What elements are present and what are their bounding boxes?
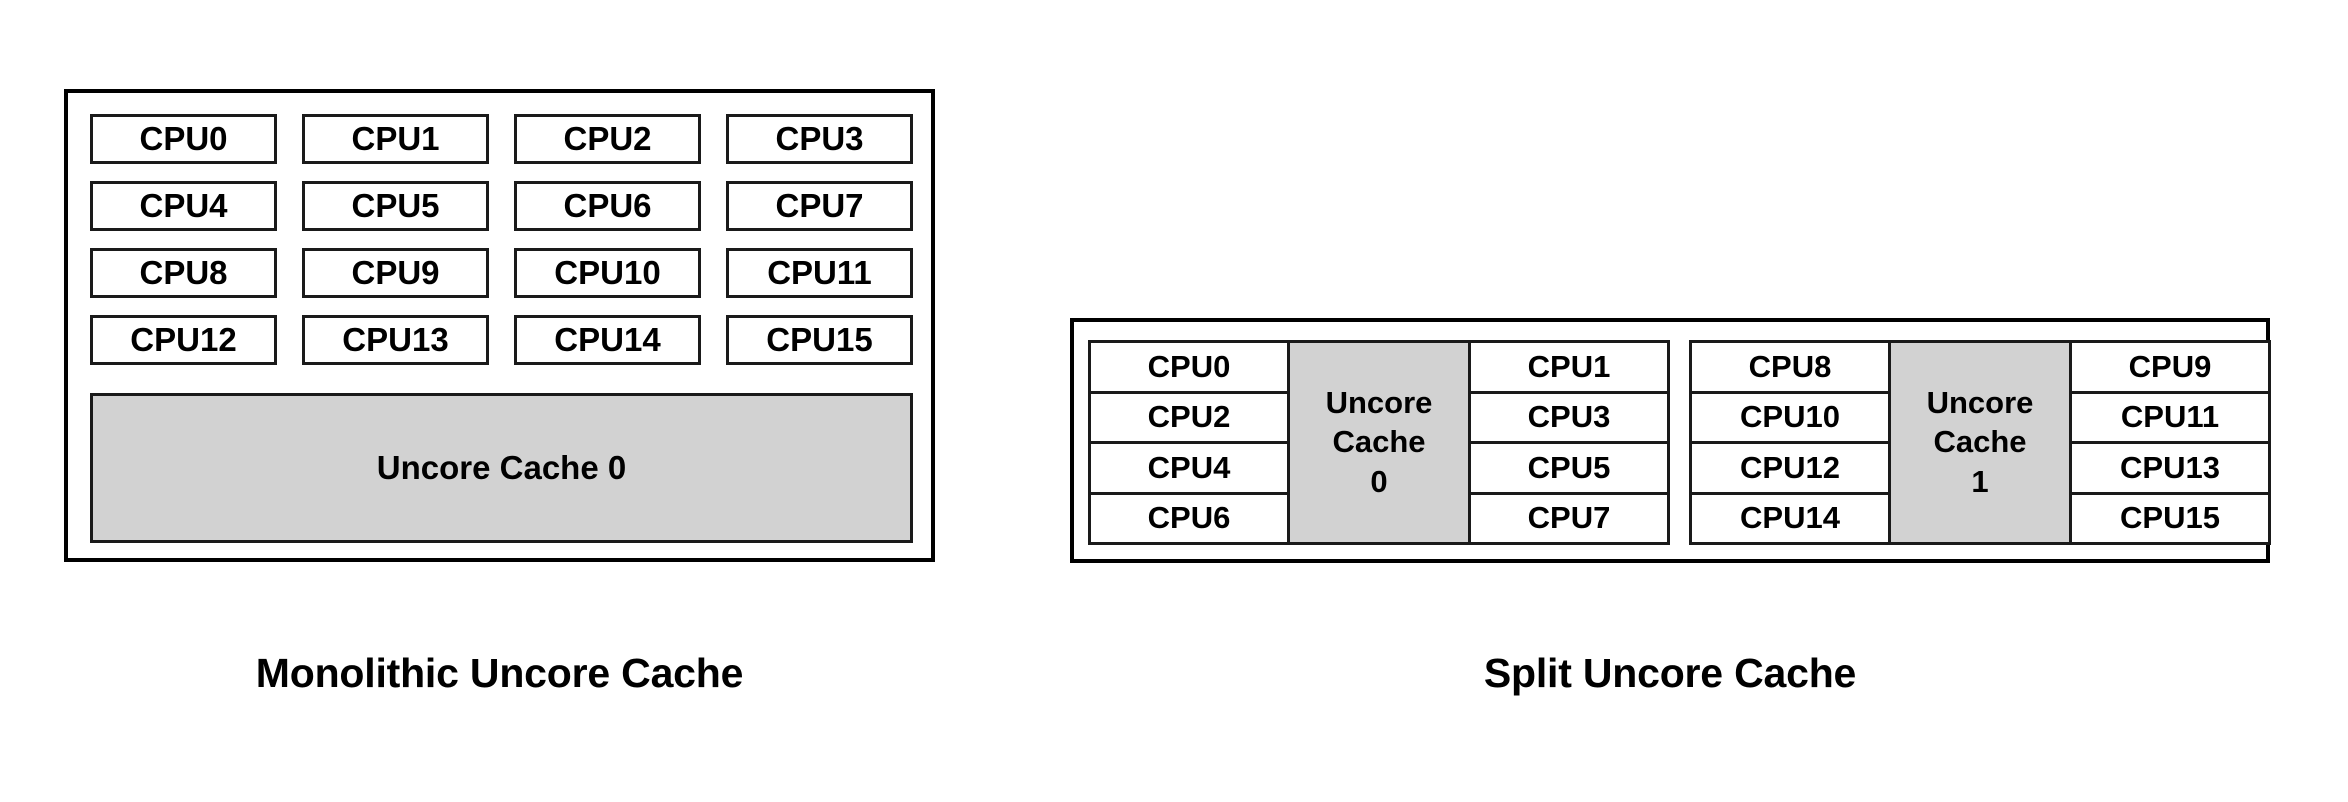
uncore-cache-label-line: Uncore bbox=[1926, 384, 2034, 420]
cpu-box: CPU14 bbox=[514, 315, 701, 365]
cpu-column-right: CPU9 CPU11 CPU13 CPU15 bbox=[2072, 343, 2268, 542]
cpu-box: CPU10 bbox=[514, 248, 701, 298]
cpu-box: CPU4 bbox=[90, 181, 277, 231]
cpu-box: CPU9 bbox=[302, 248, 489, 298]
cpu-box: CPU15 bbox=[2072, 494, 2268, 542]
cpu-box: CPU2 bbox=[1091, 393, 1287, 444]
cpu-box: CPU8 bbox=[1692, 343, 1888, 394]
uncore-cache-box: Uncore Cache 1 bbox=[1888, 343, 2072, 542]
uncore-cache-label-line: 0 bbox=[1370, 463, 1388, 499]
uncore-cache-box: Uncore Cache 0 bbox=[1287, 343, 1471, 542]
cpu-box: CPU0 bbox=[90, 114, 277, 164]
cpu-box: CPU13 bbox=[302, 315, 489, 365]
split-diagram-panel: CPU0 CPU2 CPU4 CPU6 Uncore Cache 0 CPU1 … bbox=[1070, 318, 2271, 563]
cpu-box: CPU3 bbox=[1471, 393, 1667, 444]
cpu-box: CPU4 bbox=[1091, 444, 1287, 495]
split-group: CPU8 CPU10 CPU12 CPU14 Uncore Cache 1 CP… bbox=[1689, 340, 2271, 545]
uncore-cache-label-line: 1 bbox=[1971, 463, 1989, 499]
cpu-box: CPU11 bbox=[726, 248, 913, 298]
uncore-cache-label-line: Cache bbox=[1933, 424, 2027, 460]
cpu-box: CPU6 bbox=[1091, 494, 1287, 542]
cpu-column-right: CPU1 CPU3 CPU5 CPU7 bbox=[1471, 343, 1667, 542]
cpu-box: CPU12 bbox=[1692, 444, 1888, 495]
cpu-box: CPU2 bbox=[514, 114, 701, 164]
cpu-box: CPU14 bbox=[1692, 494, 1888, 542]
cpu-box: CPU10 bbox=[1692, 393, 1888, 444]
monolithic-caption: Monolithic Uncore Cache bbox=[255, 650, 744, 696]
uncore-cache-label-line: Cache bbox=[1332, 424, 1426, 460]
cpu-box: CPU13 bbox=[2072, 444, 2268, 495]
cpu-box: CPU11 bbox=[2072, 393, 2268, 444]
uncore-cache-label: Uncore Cache 0 bbox=[376, 449, 627, 486]
split-caption: Split Uncore Cache bbox=[1483, 650, 1857, 696]
split-group: CPU0 CPU2 CPU4 CPU6 Uncore Cache 0 CPU1 … bbox=[1088, 340, 1670, 545]
cpu-box: CPU3 bbox=[726, 114, 913, 164]
cpu-box: CPU6 bbox=[514, 181, 701, 231]
cpu-box: CPU7 bbox=[1471, 494, 1667, 542]
split-groups: CPU0 CPU2 CPU4 CPU6 Uncore Cache 0 CPU1 … bbox=[1088, 340, 2271, 545]
monolithic-diagram-panel: CPU0 CPU1 CPU2 CPU3 CPU4 CPU5 CPU6 CPU7 … bbox=[64, 89, 935, 562]
monolithic-cpu-grid: CPU0 CPU1 CPU2 CPU3 CPU4 CPU5 CPU6 CPU7 … bbox=[90, 114, 913, 365]
cpu-column-left: CPU8 CPU10 CPU12 CPU14 bbox=[1692, 343, 1888, 542]
cpu-box: CPU15 bbox=[726, 315, 913, 365]
cpu-box: CPU0 bbox=[1091, 343, 1287, 394]
cpu-box: CPU5 bbox=[302, 181, 489, 231]
cpu-box: CPU5 bbox=[1471, 444, 1667, 495]
cpu-box: CPU12 bbox=[90, 315, 277, 365]
cpu-box: CPU9 bbox=[2072, 343, 2268, 394]
cpu-box: CPU8 bbox=[90, 248, 277, 298]
cpu-column-left: CPU0 CPU2 CPU4 CPU6 bbox=[1091, 343, 1287, 542]
uncore-cache-label-line: Uncore bbox=[1325, 384, 1433, 420]
uncore-cache-box: Uncore Cache 0 bbox=[90, 393, 913, 543]
cpu-box: CPU1 bbox=[1471, 343, 1667, 394]
cpu-box: CPU7 bbox=[726, 181, 913, 231]
cpu-box: CPU1 bbox=[302, 114, 489, 164]
